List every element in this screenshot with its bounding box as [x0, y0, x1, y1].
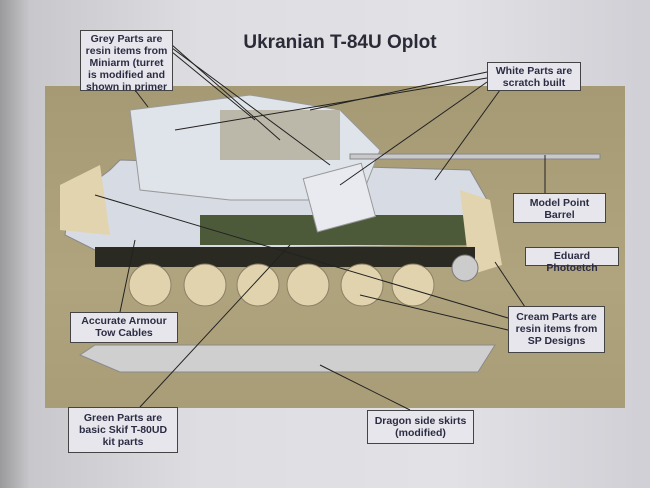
label-cream-parts: Cream Parts are resin items from SP Desi… [508, 306, 605, 353]
gun-barrel [349, 153, 601, 160]
label-barrel: Model Point Barrel [513, 193, 606, 223]
label-grey-parts: Grey Parts are resin items from Miniarm … [80, 30, 173, 93]
idler-wheel [451, 254, 479, 282]
grey-turret-parts [220, 110, 340, 160]
side-skirt-shape [78, 344, 496, 373]
label-tow-cables: Accurate Armour Tow Cables [70, 312, 178, 343]
road-wheels [128, 263, 435, 307]
leader-lines [94, 44, 546, 411]
cream-front-part [60, 165, 110, 235]
label-photoetch: Eduard Photoetch [525, 247, 619, 274]
page-title: Ukranian T-84U Oplot [243, 32, 437, 53]
track [95, 247, 475, 267]
white-box [302, 162, 377, 233]
label-side-skirts: Dragon side skirts (modified) [367, 410, 474, 444]
label-white-parts: White Parts are scratch built [487, 62, 581, 91]
label-green-parts: Green Parts are basic Skif T-80UD kit pa… [68, 407, 178, 453]
